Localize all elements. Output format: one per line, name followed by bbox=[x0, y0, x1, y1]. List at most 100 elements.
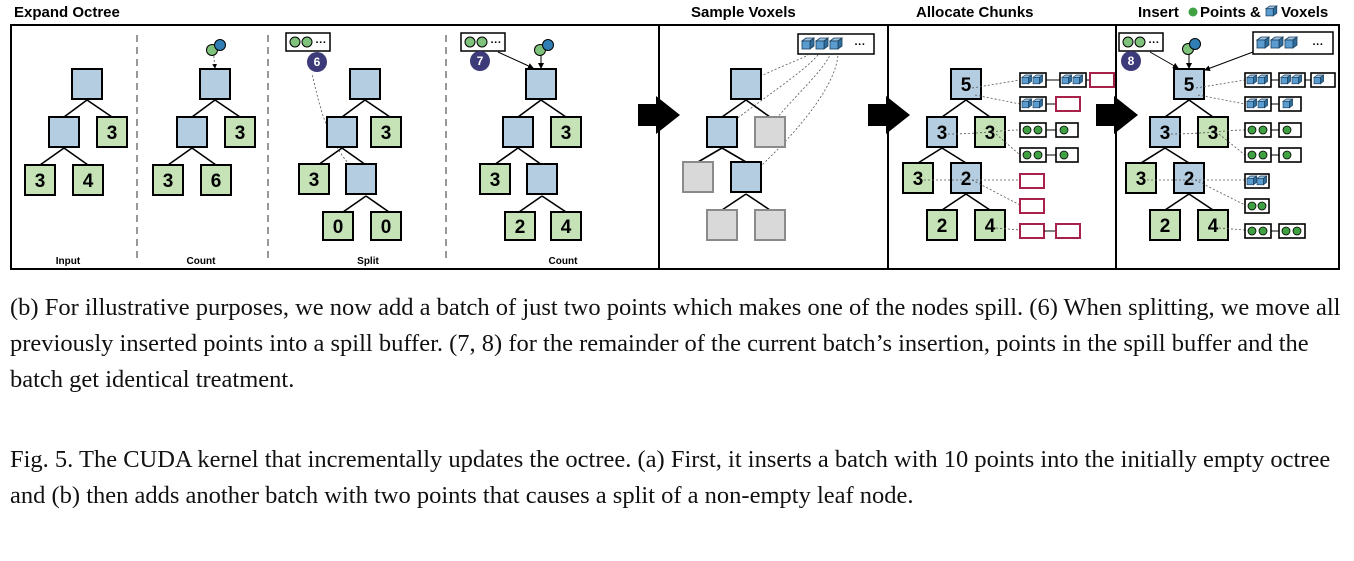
tree-node bbox=[322, 211, 354, 241]
node-count: 3 bbox=[561, 123, 572, 144]
point-icon bbox=[289, 36, 301, 48]
tree-node bbox=[926, 209, 958, 241]
tree-node bbox=[550, 211, 582, 241]
tree-node bbox=[730, 68, 762, 100]
empty-chunk bbox=[1019, 198, 1045, 214]
node-count: 5 bbox=[961, 75, 972, 96]
tree-node bbox=[96, 116, 128, 148]
node-count: 3 bbox=[235, 123, 246, 144]
tree-node bbox=[1125, 162, 1157, 194]
tree-node bbox=[1173, 68, 1205, 100]
tree-node bbox=[526, 163, 558, 195]
point-icon bbox=[476, 36, 488, 48]
ellipsis: ··· bbox=[316, 37, 327, 49]
tree-node bbox=[902, 162, 934, 194]
panel-count-1: 3 3 6 bbox=[152, 39, 256, 196]
tree-node-inactive bbox=[754, 209, 786, 241]
node-count: 2 bbox=[961, 169, 972, 190]
header-sample-voxels: Sample Voxels bbox=[691, 4, 796, 21]
tree-node-inactive bbox=[706, 209, 738, 241]
node-count: 3 bbox=[1208, 123, 1219, 144]
point-icon bbox=[464, 36, 476, 48]
step-badge bbox=[307, 52, 327, 72]
tree-node-inactive bbox=[682, 161, 714, 193]
node-count: 4 bbox=[561, 217, 572, 238]
tree-node bbox=[72, 164, 104, 196]
point-icon bbox=[301, 36, 313, 48]
node-count: 3 bbox=[35, 171, 46, 192]
ellipsis: ··· bbox=[855, 39, 866, 51]
node-count: 2 bbox=[937, 216, 948, 237]
tree-node bbox=[950, 68, 982, 100]
empty-chunk bbox=[1055, 96, 1081, 112]
tree-node bbox=[349, 68, 381, 100]
badge-label: 6 bbox=[314, 55, 321, 69]
tree-node bbox=[199, 68, 231, 100]
node-count: 2 bbox=[515, 217, 526, 238]
tree-node bbox=[1149, 209, 1181, 241]
tree-node bbox=[176, 116, 208, 148]
node-count: 3 bbox=[985, 123, 996, 144]
badge-label: 7 bbox=[477, 54, 484, 68]
tree-node bbox=[370, 211, 402, 241]
header-insert: Insert Points & Voxels bbox=[1138, 4, 1328, 21]
header-insert-voxels: Voxels bbox=[1281, 4, 1328, 21]
header-insert-prefix: Insert bbox=[1138, 4, 1179, 21]
tree-node bbox=[298, 163, 330, 195]
voxel-legend-icon bbox=[1265, 5, 1278, 17]
node-count: 2 bbox=[1184, 169, 1195, 190]
tree-node-inactive bbox=[754, 116, 786, 148]
stage-arrow bbox=[638, 96, 680, 134]
step-badge bbox=[470, 51, 490, 71]
node-count: 3 bbox=[1160, 123, 1171, 144]
tree-node bbox=[502, 116, 534, 148]
tree-node bbox=[479, 163, 511, 195]
subcaption-count: Count bbox=[187, 256, 217, 267]
tree-node bbox=[200, 164, 232, 196]
stage-arrow bbox=[868, 96, 910, 134]
panel-insert: ··· 8 ··· 5 3 3 3 2 2 4 bbox=[1118, 31, 1336, 241]
badge-label: 8 bbox=[1128, 54, 1135, 68]
voxel-icon bbox=[801, 37, 815, 50]
tree-node bbox=[1173, 162, 1205, 194]
node-count: 0 bbox=[333, 217, 344, 238]
tree-node bbox=[326, 116, 358, 148]
node-count: 3 bbox=[107, 123, 118, 144]
empty-chunk bbox=[1019, 223, 1045, 239]
tree-node bbox=[71, 68, 103, 100]
tree-node bbox=[730, 161, 762, 193]
tree-node bbox=[504, 211, 536, 241]
subcaption-input: Input bbox=[56, 256, 81, 267]
node-count: 4 bbox=[985, 216, 996, 237]
ellipsis: ··· bbox=[1313, 39, 1324, 51]
tree-node bbox=[24, 164, 56, 196]
empty-chunk bbox=[1019, 173, 1045, 189]
empty-chunk bbox=[1055, 223, 1081, 239]
ellipsis: ··· bbox=[491, 37, 502, 49]
node-count: 5 bbox=[1184, 75, 1195, 96]
header-allocate-chunks: Allocate Chunks bbox=[916, 4, 1034, 21]
node-count: 3 bbox=[163, 171, 174, 192]
tree-node bbox=[48, 116, 80, 148]
panel-split: ··· 6 3 3 0 0 bbox=[285, 32, 402, 241]
point-icon bbox=[1189, 38, 1201, 50]
empty-chunk bbox=[1089, 72, 1115, 88]
point-icon bbox=[1122, 36, 1134, 48]
stage-arrow bbox=[1096, 96, 1138, 134]
node-count: 6 bbox=[211, 171, 222, 192]
panel-sample-voxels: ··· bbox=[682, 33, 875, 241]
node-count: 2 bbox=[1160, 216, 1171, 237]
node-count: 3 bbox=[490, 170, 501, 191]
tree-node bbox=[370, 116, 402, 148]
tree-node bbox=[525, 68, 557, 100]
tree-node bbox=[926, 116, 958, 148]
panel-count-2: ··· 7 3 3 2 4 bbox=[460, 32, 582, 241]
tree-node bbox=[974, 209, 1006, 241]
node-count: 4 bbox=[1208, 216, 1219, 237]
node-count: 3 bbox=[309, 170, 320, 191]
point-icon bbox=[214, 39, 226, 51]
node-count: 3 bbox=[1136, 169, 1147, 190]
point-icon bbox=[1134, 36, 1146, 48]
node-count: 3 bbox=[913, 169, 924, 190]
header-expand-octree: Expand Octree bbox=[14, 4, 120, 21]
